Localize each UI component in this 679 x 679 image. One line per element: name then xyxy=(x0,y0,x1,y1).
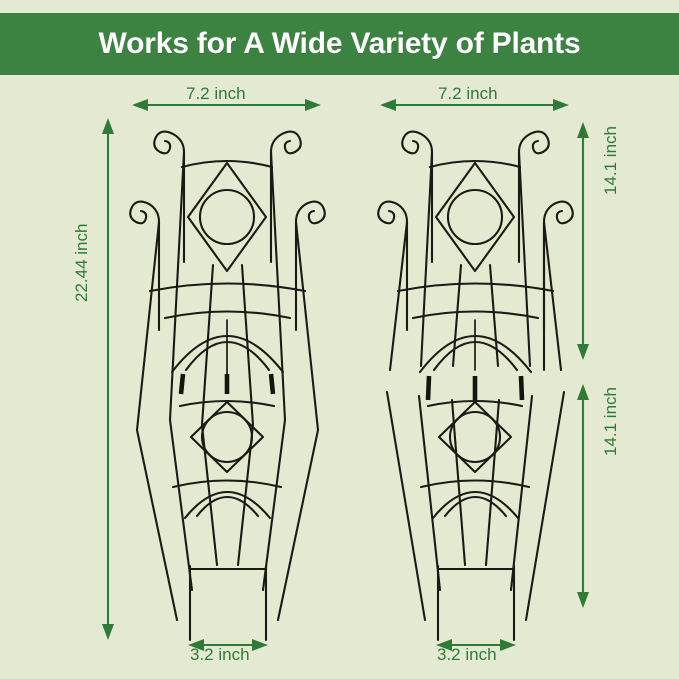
dimension-label-total-height: 22.44 inch xyxy=(72,223,91,302)
dimension-arrow-total-height xyxy=(102,118,114,640)
page-title: Works for A Wide Variety of Plants xyxy=(98,27,581,60)
rail-outer-left-r-lower xyxy=(385,390,427,622)
dimension-label-upper-section-height: 14.1 inch xyxy=(601,126,620,195)
dimension-arrow-top-left xyxy=(132,99,321,111)
dimension-label-bottom-right-width: 3.2 inch xyxy=(437,645,497,664)
rail-center-left-r-lower xyxy=(450,398,467,567)
upper-circle-r xyxy=(446,188,504,246)
rail-outer-left-r-upper xyxy=(388,220,409,372)
coupler-left xyxy=(178,373,186,395)
scroll-side-right-outer-r xyxy=(542,200,574,332)
scroll-side-left-outer-r xyxy=(377,200,409,332)
rail-center-right xyxy=(236,263,255,567)
upper-diamond-r xyxy=(434,161,516,273)
trellis-right xyxy=(377,130,574,642)
section-coupler-right xyxy=(518,375,525,401)
dimension-arrow-bottom-left xyxy=(188,639,268,651)
scroll-side-right-outer xyxy=(294,200,326,332)
scroll-top-right-inner xyxy=(269,130,302,264)
rail-inner-right-r-lower xyxy=(509,394,534,592)
section-coupler-left xyxy=(425,375,432,401)
rail-inner-right-r-upper xyxy=(517,150,532,368)
rail-outer-right-r-lower xyxy=(524,390,566,622)
lower-circle-r xyxy=(448,410,502,464)
scroll-top-right-inner-r xyxy=(517,130,550,264)
scroll-top-left-inner xyxy=(153,130,186,264)
rail-inner-left xyxy=(168,150,194,592)
dimension-label-top-left-width: 7.2 inch xyxy=(186,84,246,103)
lower-crescent-inner-r xyxy=(443,495,508,518)
coupler-right xyxy=(268,373,276,395)
lower-crescent-outer xyxy=(183,491,272,520)
rail-center-right-r-upper xyxy=(488,263,500,368)
upper-diamond xyxy=(186,161,268,273)
dimension-label-lower-section-height: 14.1 inch xyxy=(601,387,620,456)
top-arch-bar xyxy=(180,159,274,169)
upper-circle xyxy=(198,188,256,246)
lower-cross-bar-r xyxy=(419,479,531,489)
rail-center-right-r-lower xyxy=(484,398,501,567)
dimension-arrow-top-right xyxy=(380,99,569,111)
scroll-top-left-inner-r xyxy=(401,130,434,264)
lower-crescent-outer-r xyxy=(431,491,520,520)
mid-cross-bar-lower xyxy=(163,310,292,320)
mid-cross-bar-upper-r xyxy=(396,282,555,293)
header-banner: Works for A Wide Variety of Plants xyxy=(0,13,679,75)
dimension-arrow-upper-section xyxy=(577,122,589,360)
rail-inner-left-r-lower xyxy=(417,394,442,592)
rail-inner-left-r-upper xyxy=(419,150,434,368)
lower-circle xyxy=(200,410,254,464)
dimension-arrow-bottom-right xyxy=(436,639,516,651)
dimension-label-top-right-width: 7.2 inch xyxy=(438,84,498,103)
lower-diamond xyxy=(189,400,265,474)
top-arch-bar-r xyxy=(428,159,522,169)
rail-outer-right-r-upper2 xyxy=(542,220,563,372)
mid-cross-bar-lower-r xyxy=(411,310,540,320)
rail-center-left-r-upper xyxy=(451,263,463,368)
scroll-side-left-outer xyxy=(129,200,161,332)
lower-crescent-inner xyxy=(195,495,260,518)
mid-cross-bar-upper xyxy=(148,282,307,293)
lower-diamond-r xyxy=(437,400,513,474)
rail-inner-right xyxy=(261,150,287,592)
lower-cross-bar xyxy=(171,479,283,489)
dimension-arrow-lower-section xyxy=(577,384,589,608)
dimension-label-bottom-left-width: 3.2 inch xyxy=(190,645,250,664)
trellis-left xyxy=(129,130,326,642)
